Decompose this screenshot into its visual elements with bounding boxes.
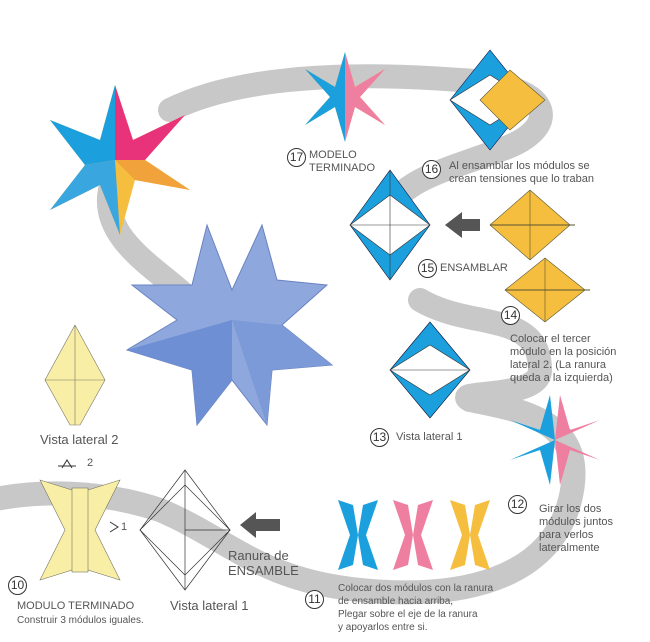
side-view-2-module <box>44 324 106 426</box>
side-view-2-label: Vista lateral 2 <box>40 432 119 447</box>
step-15-yellow-module <box>489 189 575 261</box>
step-13-label: Vista lateral 1 <box>396 431 463 443</box>
side-view-1-label: Vista lateral 1 <box>170 598 249 613</box>
eye-view-icon <box>58 459 119 533</box>
step-15-label: ENSAMBLAR <box>440 262 508 274</box>
step-number: 14 <box>501 306 520 325</box>
step-14-line-2: módulo en la posición <box>510 346 617 358</box>
view-1-marker: 1 <box>121 521 128 533</box>
step-number: 16 <box>422 160 441 179</box>
step-12-line-4: lateralmente <box>539 542 600 554</box>
step-14-line-3: lateral 2. (La ranura <box>510 359 606 371</box>
step-16-assembly <box>449 49 546 151</box>
step-12-module-pair <box>510 395 600 485</box>
finished-model-photo <box>50 85 190 235</box>
step-11-line-3: Plegar sobre el eje de la ranura <box>338 609 478 620</box>
arrow-left-icon <box>445 212 480 238</box>
step-14-line-4: queda a la izquierda) <box>510 372 613 384</box>
step-number: 13 <box>370 428 389 447</box>
blue-star-model-photo <box>125 223 334 427</box>
step-14-yellow-module <box>504 257 590 323</box>
step-12-line-2: módulos juntos <box>539 516 613 528</box>
step-10-finished-module <box>39 479 121 581</box>
side-view-1-outline <box>139 469 231 591</box>
step-10-title: MODULO TERMINADO <box>17 600 135 612</box>
slot-label-line-1: Ranura de <box>228 548 289 563</box>
step-number: 12 <box>508 495 527 514</box>
step-14-line-1: Colocar el tercer <box>510 333 591 345</box>
step-17-line-2: TERMINADO <box>309 162 375 174</box>
step-number: 17 <box>287 148 306 167</box>
slot-label-line-2: ENSAMBLE <box>228 563 299 578</box>
step-11-modules <box>338 500 490 570</box>
step-11-line-4: y apoyarlos entre si. <box>338 622 428 633</box>
step-number: 11 <box>305 590 324 609</box>
step-11-line-1: Colocar dos módulos con la ranura <box>338 583 494 594</box>
step-12-line-1: Girar los dos <box>539 503 602 515</box>
step-12-line-3: para verlos <box>539 529 594 541</box>
step-10-text: Construir 3 módulos iguales. <box>17 615 144 626</box>
arrow-left-icon <box>240 512 280 538</box>
view-2-marker: 2 <box>87 457 94 469</box>
step-16-line-1: Al ensamblar los módulos se <box>449 160 590 172</box>
step-16-line-2: crean tensiones que lo traban <box>449 173 594 185</box>
step-11-line-2: de ensamble hacia arriba, <box>338 596 454 607</box>
step-13-blue-module <box>389 321 471 419</box>
step-number: 15 <box>418 259 437 278</box>
step-17-model <box>305 52 385 142</box>
step-number: 10 <box>8 576 27 595</box>
step-17-line-1: MODELO <box>309 149 357 161</box>
step-15-blue-module <box>349 169 431 281</box>
